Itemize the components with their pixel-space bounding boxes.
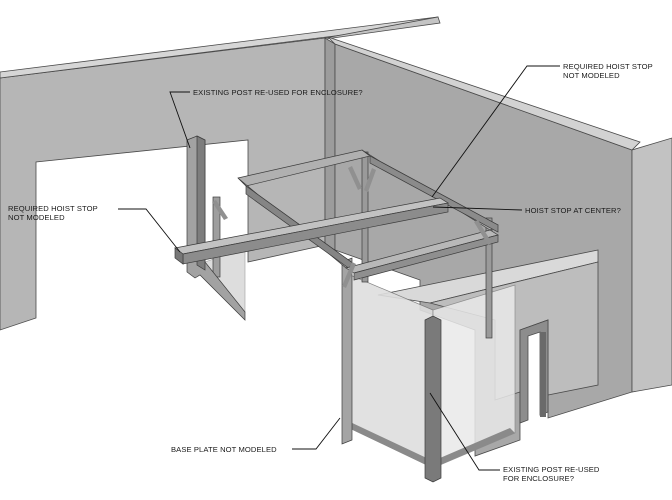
- callout-hoist-stop-center: HOIST STOP AT CENTER?: [525, 206, 621, 215]
- leader-hoist-stop-center: [432, 206, 523, 211]
- enclosure-base: [343, 421, 515, 468]
- knee-brace-1: [348, 166, 362, 190]
- left-wall: [0, 37, 326, 331]
- leader-post-reuse-bottom: [429, 392, 500, 471]
- right-doorway: [519, 319, 549, 424]
- right-end-wall: [631, 137, 672, 393]
- steel-frame: [174, 135, 499, 483]
- knee-brace-2: [364, 168, 376, 192]
- knee-brace-4: [342, 262, 356, 288]
- leader-base-plate: [292, 417, 341, 450]
- leader-hoist-stop-left: [118, 208, 181, 253]
- callout-post-reuse-bottom: EXISTING POST RE-USED FOR ENCLOSURE?: [503, 465, 602, 483]
- left-wall-end: [324, 16, 441, 40]
- post-right: [485, 217, 493, 339]
- existing-post-right: [424, 315, 442, 483]
- walls: [0, 16, 672, 457]
- callout-hoist-stop-left: REQUIRED HOIST STOP NOT MODELED: [8, 204, 100, 222]
- callouts: EXISTING POST RE-USED FOR ENCLOSURE? REQ…: [8, 62, 655, 483]
- leader-post-reuse-top: [169, 91, 191, 149]
- glass-enclosure: [204, 247, 516, 469]
- leader-lines: [118, 65, 560, 471]
- knee-brace-5: [212, 200, 228, 220]
- post-front-left: [341, 257, 353, 445]
- knee-brace-3: [474, 220, 492, 245]
- leader-hoist-stop-right-top: [431, 65, 560, 198]
- callout-post-reuse-top: EXISTING POST RE-USED FOR ENCLOSURE?: [193, 88, 363, 97]
- callout-hoist-stop-right-top: REQUIRED HOIST STOP NOT MODELED: [563, 62, 655, 80]
- callout-base-plate: BASE PLATE NOT MODELED: [171, 445, 277, 454]
